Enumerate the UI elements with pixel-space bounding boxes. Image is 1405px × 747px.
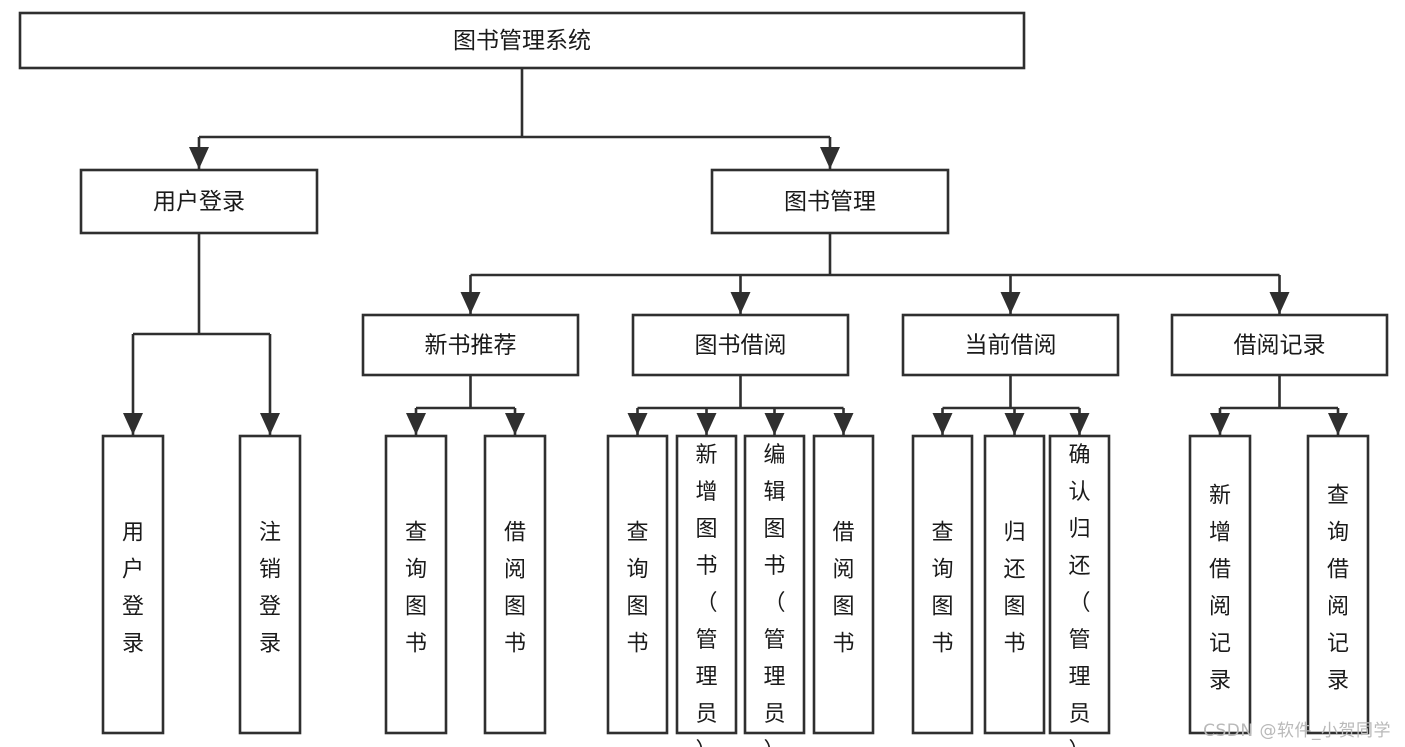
- connector-group-root: [189, 68, 840, 169]
- node-book-borrow-label: 图书借阅: [695, 333, 787, 359]
- node-leaf-edit-book-label: 编辑图书（管理员）: [763, 443, 785, 747]
- connector-group-book-borrow: [627, 375, 854, 435]
- arrow-head-icon: [1000, 292, 1021, 314]
- node-leaf-query-record-label: 查询借阅记录: [1327, 483, 1349, 693]
- node-leaf-add-book-box: [675, 434, 738, 735]
- watermark-text: CSDN @软件_小贺同学: [1203, 721, 1391, 741]
- node-leaf-query-record[interactable]: 查询借阅记录: [1306, 434, 1370, 735]
- node-leaf-query-record-box: [1306, 434, 1370, 735]
- node-leaf-query-book-2[interactable]: 查询图书: [606, 434, 669, 735]
- node-layer: 图书管理系统用户登录图书管理新书推荐图书借阅当前借阅借阅记录用户登录注销登录查询…: [18, 11, 1389, 747]
- connector-group-new-book-recommend: [406, 375, 525, 435]
- node-leaf-user-login[interactable]: 用户登录: [101, 434, 165, 735]
- connector-group-borrow-record: [1210, 375, 1348, 435]
- arrow-head-icon: [406, 413, 426, 435]
- arrow-head-icon: [696, 413, 717, 435]
- arrow-head-icon: [1328, 413, 1348, 435]
- node-leaf-query-book-1-label: 查询图书: [405, 520, 427, 656]
- arrow-head-icon: [1069, 413, 1090, 435]
- node-book-borrow-box: [631, 313, 850, 377]
- node-root[interactable]: 图书管理系统: [18, 11, 1026, 70]
- node-current-borrow-box: [901, 313, 1120, 377]
- arrow-head-icon: [1004, 413, 1025, 435]
- arrow-head-icon: [123, 413, 143, 435]
- node-leaf-borrow-book-2-label: 借阅图书: [832, 520, 854, 656]
- node-leaf-borrow-book-1-box: [483, 434, 547, 735]
- node-root-label: 图书管理系统: [453, 28, 591, 54]
- node-leaf-borrow-book-2[interactable]: 借阅图书: [812, 434, 875, 735]
- node-leaf-confirm-return-box: [1048, 434, 1111, 735]
- node-leaf-borrow-book-1[interactable]: 借阅图书: [483, 434, 547, 735]
- connector-group-user-login: [123, 233, 280, 435]
- node-leaf-add-book[interactable]: 新增图书（管理员）: [675, 434, 738, 747]
- connector-layer: [123, 68, 1348, 435]
- node-user-login[interactable]: 用户登录: [79, 168, 319, 235]
- node-leaf-add-record-label: 新增借阅记录: [1209, 483, 1231, 693]
- node-leaf-return-book[interactable]: 归还图书: [983, 434, 1046, 735]
- node-leaf-query-book-3-label: 查询图书: [931, 520, 953, 656]
- node-book-manage-box: [710, 168, 950, 235]
- node-book-manage-label: 图书管理: [784, 189, 876, 215]
- node-leaf-user-logout-box: [238, 434, 302, 735]
- node-current-borrow[interactable]: 当前借阅: [901, 313, 1120, 377]
- connector-group-book-manage: [460, 233, 1290, 314]
- node-leaf-user-login-box: [101, 434, 165, 735]
- arrow-head-icon: [932, 413, 953, 435]
- node-new-book-recommend[interactable]: 新书推荐: [361, 313, 580, 377]
- node-leaf-edit-book[interactable]: 编辑图书（管理员）: [743, 434, 806, 747]
- node-leaf-user-logout[interactable]: 注销登录: [238, 434, 302, 735]
- node-borrow-record-box: [1170, 313, 1389, 377]
- arrow-head-icon: [189, 147, 209, 169]
- node-new-book-recommend-box: [361, 313, 580, 377]
- node-leaf-query-book-3-box: [911, 434, 974, 735]
- node-leaf-query-book-3[interactable]: 查询图书: [911, 434, 974, 735]
- node-book-borrow[interactable]: 图书借阅: [631, 313, 850, 377]
- node-new-book-recommend-label: 新书推荐: [425, 333, 517, 359]
- node-leaf-add-record[interactable]: 新增借阅记录: [1188, 434, 1252, 735]
- node-leaf-user-logout-label: 注销登录: [259, 520, 281, 656]
- node-leaf-borrow-book-2-box: [812, 434, 875, 735]
- node-leaf-add-book-label: 新增图书（管理员）: [695, 443, 717, 747]
- node-user-login-label: 用户登录: [153, 189, 245, 215]
- node-leaf-return-book-label: 归还图书: [1003, 520, 1025, 656]
- node-borrow-record-label: 借阅记录: [1234, 333, 1326, 359]
- node-root-box: [18, 11, 1026, 70]
- node-leaf-confirm-return-label: 确认归还（管理员）: [1068, 443, 1090, 747]
- node-leaf-confirm-return[interactable]: 确认归还（管理员）: [1048, 434, 1111, 747]
- arrow-head-icon: [730, 292, 751, 314]
- node-leaf-add-record-box: [1188, 434, 1252, 735]
- arrow-head-icon: [820, 147, 840, 169]
- node-leaf-return-book-box: [983, 434, 1046, 735]
- connector-group-current-borrow: [932, 375, 1090, 435]
- node-leaf-query-book-2-label: 查询图书: [626, 520, 648, 656]
- node-leaf-query-book-1[interactable]: 查询图书: [384, 434, 448, 735]
- node-leaf-borrow-book-1-label: 借阅图书: [504, 520, 526, 656]
- node-current-borrow-label: 当前借阅: [965, 333, 1057, 359]
- arrow-head-icon: [833, 413, 854, 435]
- arrow-head-icon: [460, 292, 481, 314]
- node-borrow-record[interactable]: 借阅记录: [1170, 313, 1389, 377]
- arrow-head-icon: [260, 413, 280, 435]
- arrow-head-icon: [1210, 413, 1230, 435]
- node-user-login-box: [79, 168, 319, 235]
- arrow-head-icon: [764, 413, 785, 435]
- node-leaf-user-login-label: 用户登录: [122, 520, 144, 656]
- node-leaf-query-book-2-box: [606, 434, 669, 735]
- arrow-head-icon: [627, 413, 648, 435]
- arrow-head-icon: [1269, 292, 1290, 314]
- node-leaf-query-book-1-box: [384, 434, 448, 735]
- node-book-manage[interactable]: 图书管理: [710, 168, 950, 235]
- node-leaf-edit-book-box: [743, 434, 806, 735]
- arrow-head-icon: [505, 413, 525, 435]
